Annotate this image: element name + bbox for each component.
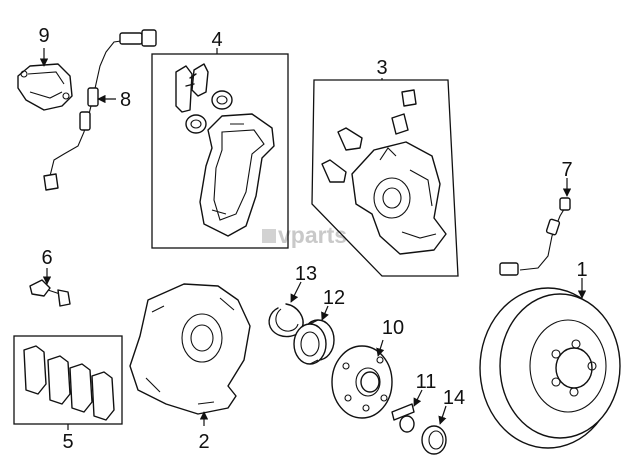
callout-2: 2 [198, 431, 209, 453]
callout-10: 10 [382, 317, 404, 339]
wheel-bearing-part [293, 319, 335, 365]
callout-1: 1 [576, 259, 587, 281]
leader-14 [438, 405, 447, 425]
caliper-bracket-part [175, 63, 275, 237]
brake-rotor-part [479, 287, 621, 449]
leader-10 [376, 339, 385, 357]
abs-speed-sensor-part [43, 29, 157, 191]
callout-9: 9 [38, 25, 49, 47]
brake-caliper-part [321, 89, 447, 255]
leader-13 [290, 281, 302, 303]
brake-pads-part [23, 345, 115, 421]
caliper-bracket-kit-box [151, 53, 289, 249]
wheel-bolt-part [391, 403, 415, 433]
wheel-hub-part [331, 345, 393, 419]
callout-7: 7 [561, 159, 572, 181]
callout-14: 14 [443, 387, 465, 409]
callout-4: 4 [211, 29, 222, 51]
leader-11 [413, 389, 423, 407]
brake-hose-part [499, 197, 571, 276]
callout-12: 12 [323, 287, 345, 309]
callout-13: 13 [295, 263, 317, 285]
callout-8: 8 [120, 89, 131, 111]
callout-11: 11 [416, 371, 437, 393]
callout-5: 5 [62, 431, 73, 453]
watermark-text: vparts [278, 222, 347, 248]
snap-ring-part [268, 303, 304, 338]
abs-sensor-bracket-part [17, 63, 73, 111]
callout-6: 6 [41, 247, 52, 269]
caliper-assembly-box [311, 79, 459, 277]
dust-shield-part [129, 283, 251, 415]
callout-3: 3 [376, 57, 387, 79]
brake-wear-sensor-part [29, 279, 71, 307]
leader-12 [321, 305, 329, 321]
hub-cap-part [421, 425, 447, 455]
watermark-logo: vparts [262, 222, 347, 248]
